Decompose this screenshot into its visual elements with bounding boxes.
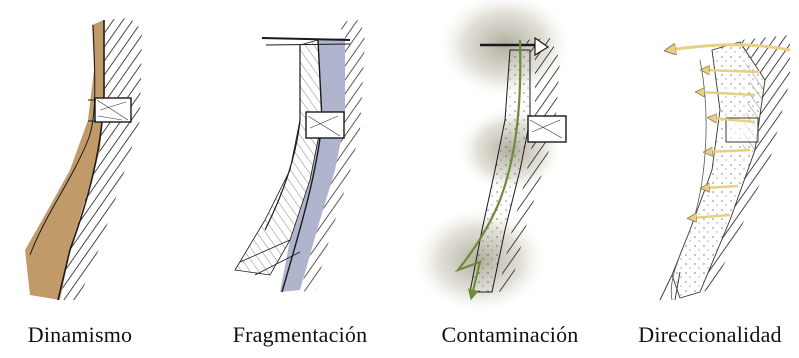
panel-dinamismo: Dinamismo <box>0 0 200 358</box>
caption-fragmentacion: Fragmentación <box>195 322 405 348</box>
caption-contaminacion: Contaminación <box>410 322 610 348</box>
caption-direccionalidad: Direccionalidad <box>620 322 799 348</box>
panel-contaminacion: Contaminación <box>400 0 600 358</box>
caption-dinamismo: Dinamismo <box>0 322 160 348</box>
panel-fragmentacion: Fragmentación <box>200 0 400 358</box>
panel-direccionalidad: Direccionalidad <box>600 0 799 358</box>
